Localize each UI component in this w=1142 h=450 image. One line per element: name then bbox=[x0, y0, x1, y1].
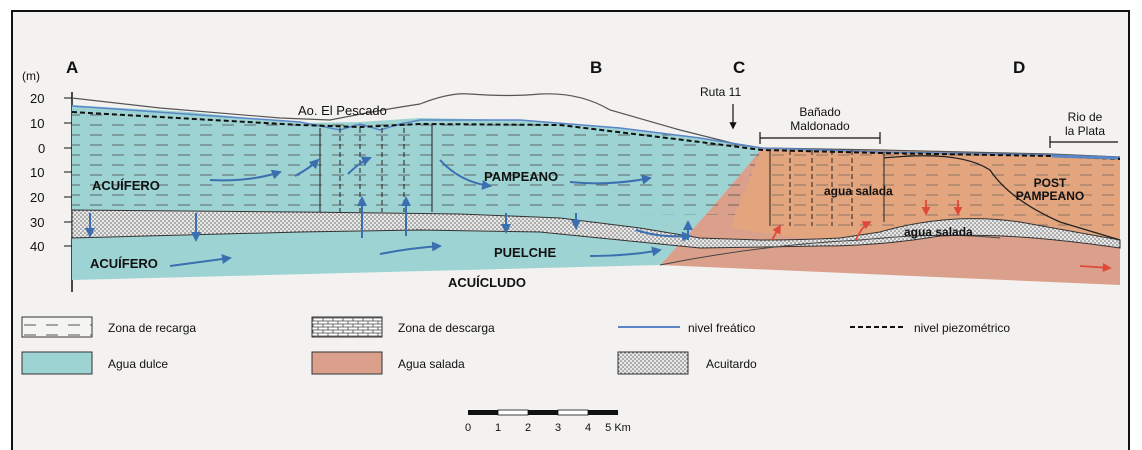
section-letter-c: C bbox=[733, 58, 745, 77]
scale-tick: 0 bbox=[465, 422, 471, 434]
rio-label-line1: Rio de bbox=[1068, 110, 1103, 124]
discharge-columns bbox=[319, 124, 433, 212]
rio-water-line bbox=[1051, 154, 1119, 160]
scale-tick: 3 bbox=[555, 422, 561, 434]
nivel-piezometrico-line bbox=[71, 111, 1121, 160]
rio-label-line2: la Plata bbox=[1065, 124, 1105, 138]
legend-acuitardo-swatch bbox=[617, 351, 689, 375]
legend-piezometrico-label: nivel piezométrico bbox=[914, 321, 1010, 335]
saline-interface bbox=[659, 234, 1001, 266]
post-pampeano-boundary bbox=[883, 155, 1121, 241]
legend-dulce-swatch bbox=[21, 351, 93, 375]
post-pampeano-label-line2: PAMPEANO bbox=[1016, 189, 1084, 203]
flow-arrows bbox=[85, 156, 693, 267]
scale-tick: 4 bbox=[585, 422, 591, 434]
agua-salada-label-2: agua salada bbox=[904, 225, 973, 239]
scale-tick: 5 Km bbox=[605, 422, 631, 434]
acuifero-bottom-label: ACUÍFERO bbox=[90, 256, 158, 271]
section-letter-b: B bbox=[590, 58, 602, 77]
section-letter-d: D bbox=[1013, 58, 1025, 77]
depth-tick-label: 10 bbox=[30, 165, 44, 180]
saline-columns bbox=[769, 150, 885, 226]
saline-arrows bbox=[771, 200, 1112, 273]
depth-unit-label: (m) bbox=[22, 69, 40, 83]
legend-recarga-label: Zona de recarga bbox=[108, 321, 196, 335]
ruta-11-label: Ruta 11 bbox=[700, 85, 741, 99]
banado-bracket bbox=[759, 132, 881, 144]
banado-label-line2: Maldonado bbox=[790, 119, 850, 133]
puelche-label: PUELCHE bbox=[494, 245, 556, 260]
legend-salada-swatch bbox=[311, 351, 383, 375]
depth-tick-label: 30 bbox=[30, 215, 44, 230]
depth-axis: (m) 20 10 0 10 20 30 40 bbox=[22, 69, 73, 292]
legend-acuitardo-label: Acuitardo bbox=[706, 357, 757, 371]
rio-bracket bbox=[1049, 136, 1118, 148]
banado-label-line1: Bañado bbox=[799, 105, 841, 119]
scale-bar: 0 1 2 3 4 5 Km bbox=[465, 409, 631, 434]
legend-descarga-swatch bbox=[311, 316, 383, 338]
acuifero-top-label: ACUÍFERO bbox=[92, 178, 160, 193]
depth-tick-label: 10 bbox=[30, 116, 44, 131]
legend-descarga-label: Zona de descarga bbox=[398, 321, 495, 335]
nivel-freatico-line bbox=[71, 105, 1121, 159]
hydrogeological-cross-section: (m) 20 10 0 10 20 30 40 A B C D bbox=[21, 58, 1121, 434]
scale-tick: 1 bbox=[495, 422, 501, 434]
section-letter-a: A bbox=[66, 58, 78, 77]
depth-tick-label: 0 bbox=[38, 141, 45, 156]
zona-recarga-fill bbox=[72, 113, 762, 215]
acuicludo-label: ACUÍCLUDO bbox=[448, 275, 526, 290]
acuitardo-layer bbox=[71, 209, 1121, 249]
legend: Zona de recarga Zona de descarga nivel f… bbox=[21, 316, 1010, 375]
agua-salada-label-1: agua salada bbox=[824, 184, 893, 198]
scale-tick: 2 bbox=[525, 422, 531, 434]
pampeano-label: PAMPEANO bbox=[484, 169, 558, 184]
depth-tick-label: 20 bbox=[30, 190, 44, 205]
post-pampeano-label-line1: POST bbox=[1034, 176, 1067, 190]
depth-tick-label: 20 bbox=[30, 91, 44, 106]
pescado-label: Ao. El Pescado bbox=[298, 103, 387, 118]
legend-dulce-label: Agua dulce bbox=[108, 357, 168, 371]
legend-salada-label: Agua salada bbox=[398, 357, 465, 371]
depth-tick-label: 40 bbox=[30, 239, 44, 254]
surface-line bbox=[71, 93, 1121, 158]
legend-freatico-label: nivel freático bbox=[688, 321, 756, 335]
